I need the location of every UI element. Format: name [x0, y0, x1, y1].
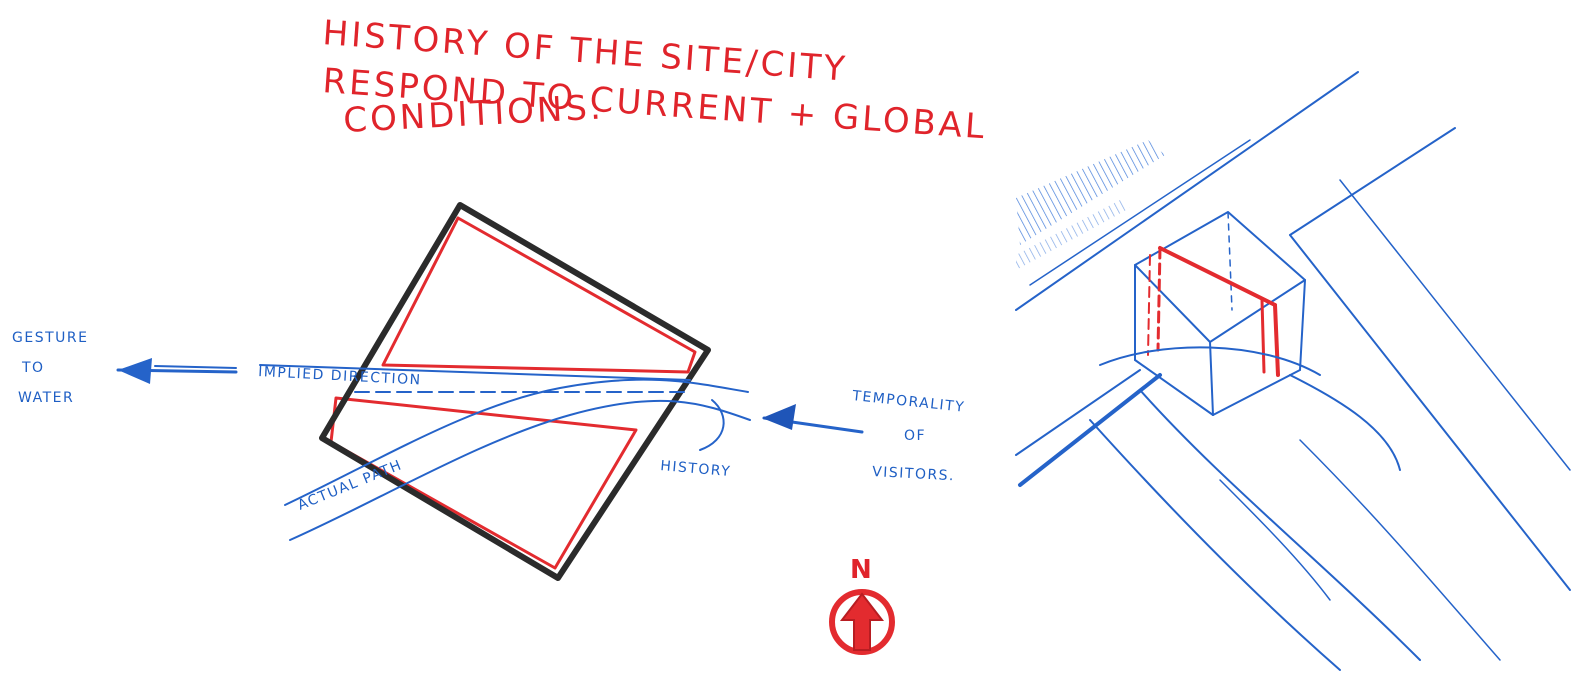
- temporality-label-3: VISITORS.: [872, 464, 956, 484]
- history-label: HISTORY: [660, 458, 732, 480]
- temporality-label-2: OF: [904, 428, 926, 444]
- header-notes: HISTORY OF THE SITE/CITY RESPOND TO CURR…: [321, 13, 988, 147]
- north-letter: N: [850, 555, 872, 585]
- actual-path-label: ACTUAL PATH: [296, 457, 405, 514]
- north-arrow-icon: [842, 594, 882, 650]
- gesture-arrow-icon: [118, 358, 236, 384]
- temporality-arrow-icon: [762, 404, 862, 432]
- building-cube: [1135, 212, 1305, 415]
- north-arrow: N: [832, 555, 892, 652]
- gesture-label-3: WATER: [18, 390, 74, 406]
- site-plan-diagram: GESTURE TO WATER IMPLIED DIRECTION ACTUA…: [12, 205, 966, 578]
- perspective-sketch: [1016, 72, 1570, 670]
- gesture-label-1: GESTURE: [12, 330, 88, 346]
- upper-hatched-zone: [383, 218, 695, 372]
- gesture-label-2: TO: [21, 360, 45, 376]
- temporality-label-1: TEMPORALITY: [851, 388, 966, 416]
- implied-direction-label: IMPLIED DIRECTION: [258, 364, 422, 389]
